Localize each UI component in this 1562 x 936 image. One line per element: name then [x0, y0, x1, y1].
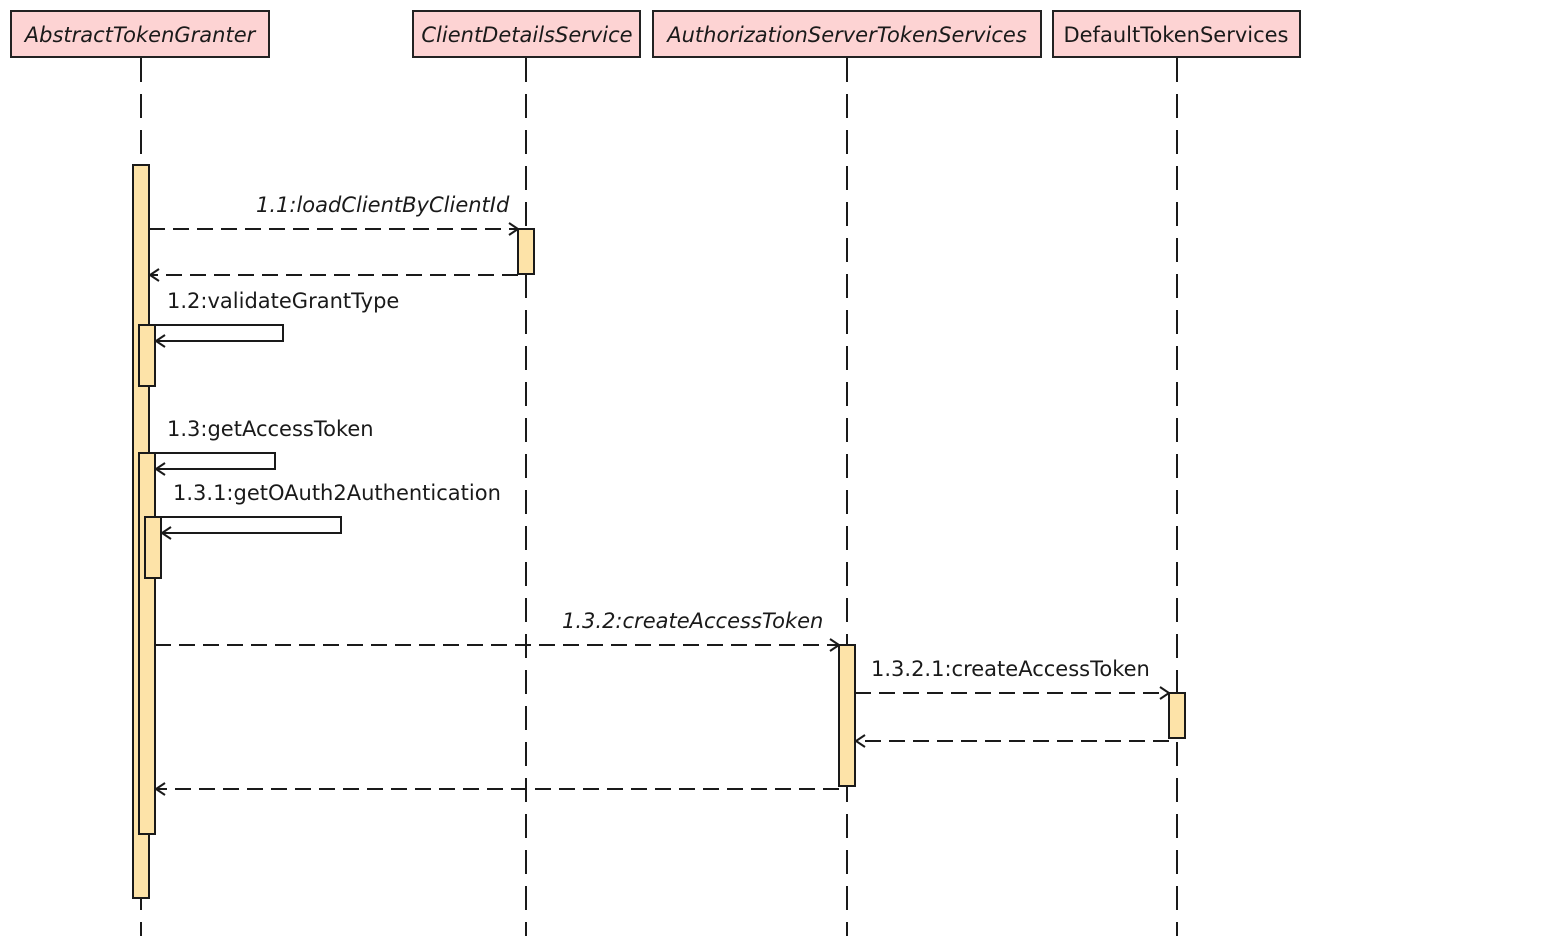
return-arrow	[854, 734, 1169, 748]
return-arrow	[148, 268, 518, 282]
activation-bar	[144, 516, 162, 579]
message-label: 1.3:getAccessToken	[167, 417, 374, 441]
message-validate-grant-type: 1.2:validateGrantType	[149, 289, 399, 348]
participant-label: ClientDetailsService	[421, 23, 632, 47]
participant-client-details-service: ClientDetailsService	[412, 10, 641, 58]
participant-abstract-token-granter: AbstractTokenGranter	[10, 10, 270, 58]
return-arrow	[154, 782, 839, 796]
activation-bar	[1168, 692, 1186, 739]
message-label: 1.3.2:createAccessToken	[562, 609, 823, 633]
message-get-oauth2-authentication: 1.3.1:getOAuth2Authentication	[155, 481, 501, 540]
participant-default-token-services: DefaultTokenServices	[1052, 10, 1301, 58]
activation-bar	[838, 644, 856, 787]
message-label: 1.1:loadClientByClientId	[256, 193, 510, 217]
message-get-access-token: 1.3:getAccessToken	[149, 417, 374, 476]
participant-label: DefaultTokenServices	[1063, 23, 1288, 47]
message-create-access-token: 1.3.2:createAccessToken	[155, 609, 841, 652]
message-label: 1.3.1:getOAuth2Authentication	[173, 481, 501, 505]
activation-bar	[138, 324, 156, 387]
message-create-access-token-default: 1.3.2.1:createAccessToken	[855, 657, 1171, 700]
participant-authorization-server-token-services: AuthorizationServerTokenServices	[652, 10, 1042, 58]
activation-bar	[517, 228, 535, 275]
message-label: 1.3.2.1:createAccessToken	[871, 657, 1150, 681]
activation-bar	[138, 452, 156, 835]
message-load-client-by-client-id: 1.1:loadClientByClientId	[149, 193, 520, 236]
participant-label: AbstractTokenGranter	[23, 23, 257, 47]
participant-label: AuthorizationServerTokenServices	[665, 23, 1027, 47]
message-label: 1.2:validateGrantType	[167, 289, 399, 313]
